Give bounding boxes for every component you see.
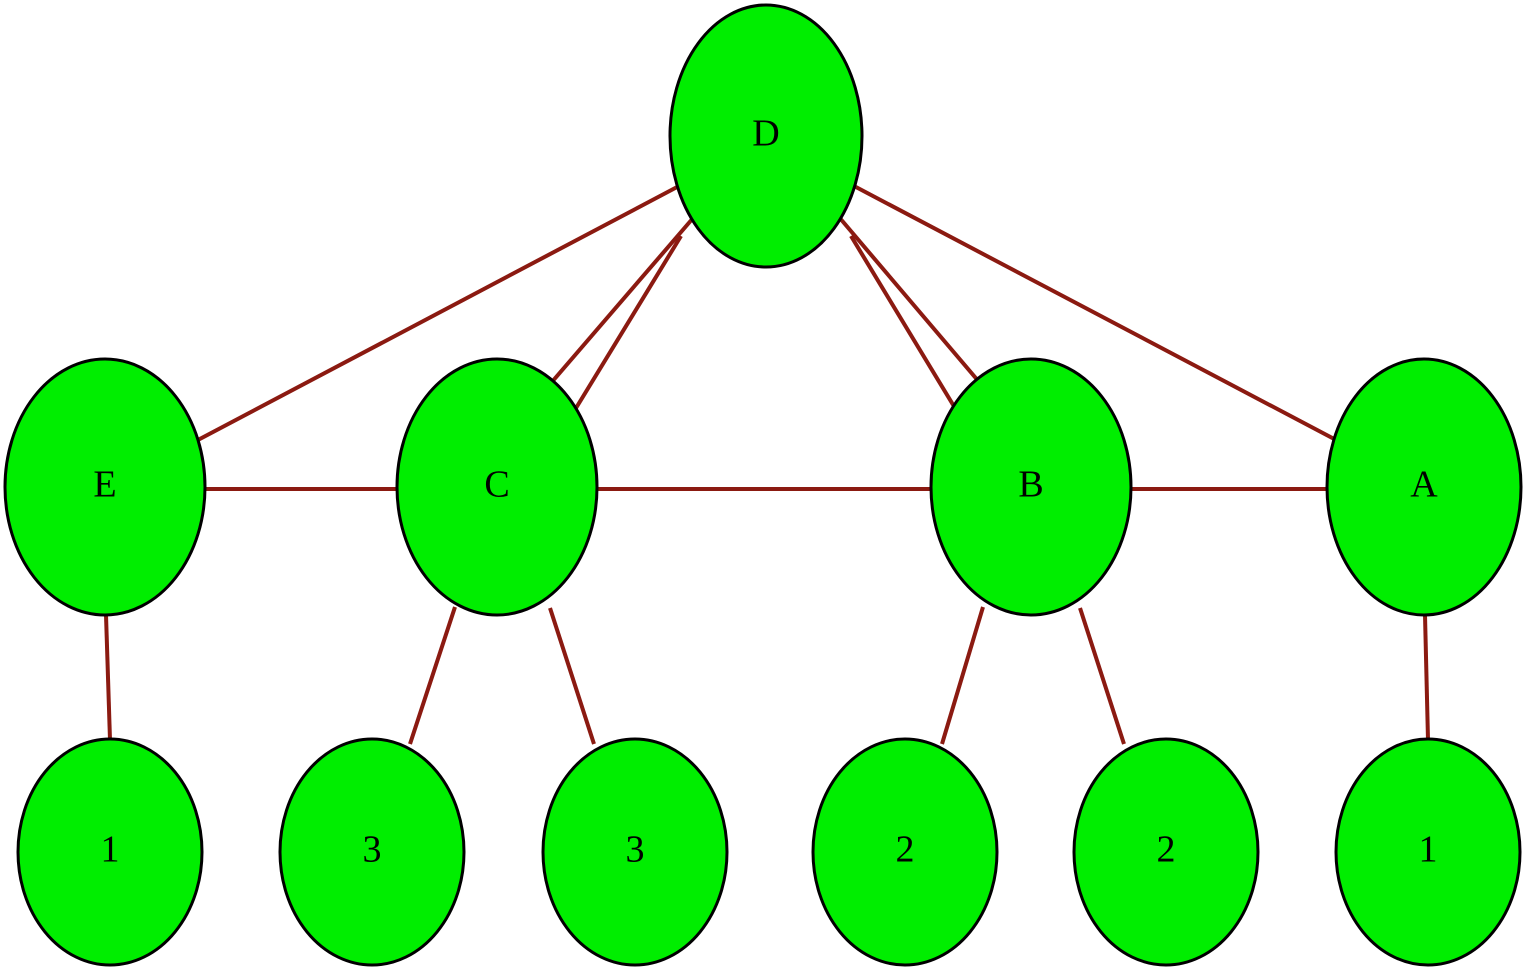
graph-node-c[interactable]: C	[395, 357, 599, 617]
graph-edge-d-e	[195, 184, 680, 443]
node-shape-l2[interactable]	[278, 737, 466, 967]
graph-edge-d-c	[549, 208, 702, 385]
node-shape-b[interactable]	[929, 357, 1133, 617]
graph-node-l4[interactable]: 2	[811, 737, 999, 967]
node-shape-l1[interactable]	[16, 737, 204, 967]
graph-node-l1[interactable]: 1	[16, 737, 204, 967]
graph-edge-c-l2	[408, 606, 457, 745]
node-shape-l5[interactable]	[1072, 737, 1260, 967]
graph-edge-d-c	[571, 234, 683, 415]
graph-node-l5[interactable]: 2	[1072, 737, 1260, 967]
node-shape-l4[interactable]	[811, 737, 999, 967]
node-shape-a[interactable]	[1325, 357, 1523, 617]
graph-node-l3[interactable]: 3	[541, 737, 729, 967]
node-shape-l3[interactable]	[541, 737, 729, 967]
graph-edge-d-a	[853, 184, 1339, 443]
graph-edge-b-l4	[940, 606, 985, 745]
graph-node-d[interactable]: D	[668, 3, 864, 269]
node-shape-e[interactable]	[3, 357, 207, 617]
graph-edge-d-b	[849, 234, 960, 415]
graph-node-l2[interactable]: 3	[278, 737, 466, 967]
graph-node-l6[interactable]: 1	[1334, 737, 1522, 967]
graph-edge-c-l3	[548, 607, 596, 745]
node-shape-l6[interactable]	[1334, 737, 1522, 967]
graph-node-a[interactable]: A	[1325, 357, 1523, 617]
edge-layer	[104, 184, 1430, 745]
graph-edge-a-l6	[1423, 614, 1430, 741]
node-shape-d[interactable]	[668, 3, 864, 269]
graph-edge-b-l5	[1078, 607, 1126, 745]
graph-node-e[interactable]: E	[3, 357, 207, 617]
node-shape-c[interactable]	[395, 357, 599, 617]
graph-node-b[interactable]: B	[929, 357, 1133, 617]
graph-edge-d-b	[831, 208, 982, 385]
graph-edge-e-l1	[104, 614, 112, 741]
